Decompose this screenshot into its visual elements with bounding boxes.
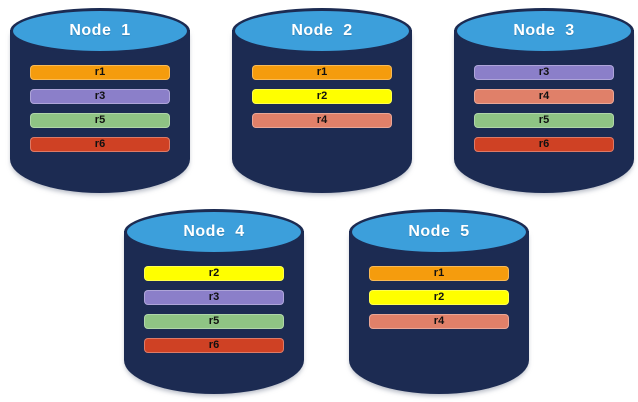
database-node-cylinder[interactable]: Node 2 r1 r2 r4 <box>232 8 412 193</box>
record-bar[interactable]: r6 <box>144 338 284 353</box>
database-node-cylinder[interactable]: Node 1 r1 r3 r5 r6 <box>10 8 190 193</box>
node-label: Node 1 <box>69 22 131 39</box>
record-bar[interactable]: r2 <box>252 89 392 104</box>
node-label: Node 4 <box>183 223 245 240</box>
cylinder-body <box>454 30 634 193</box>
cylinder-body <box>10 30 190 193</box>
record-bar[interactable]: r5 <box>30 113 170 128</box>
record-bar[interactable]: r6 <box>474 137 614 152</box>
record-bar[interactable]: r6 <box>30 137 170 152</box>
record-bar[interactable]: r1 <box>369 266 509 281</box>
record-list: r1 r3 r5 r6 <box>30 65 170 152</box>
record-bar[interactable]: r2 <box>369 290 509 305</box>
cylinder-top-ellipse <box>124 209 304 255</box>
record-bar[interactable]: r1 <box>252 65 392 80</box>
record-bar[interactable]: r4 <box>474 89 614 104</box>
node-label: Node 2 <box>291 22 353 39</box>
record-bar[interactable]: r5 <box>474 113 614 128</box>
node-label: Node 5 <box>408 223 470 240</box>
cylinder-top-ellipse <box>454 8 634 54</box>
database-node-cylinder[interactable]: Node 3 r3 r4 r5 r6 <box>454 8 634 193</box>
database-node-cylinder[interactable]: Node 4 r2 r3 r5 r6 <box>124 209 304 394</box>
record-bar[interactable]: r4 <box>252 113 392 128</box>
record-list: r1 r2 r4 <box>252 65 392 128</box>
record-bar[interactable]: r3 <box>30 89 170 104</box>
record-bar[interactable]: r4 <box>369 314 509 329</box>
cylinder-body <box>124 231 304 394</box>
cylinder-top-ellipse <box>10 8 190 54</box>
record-list: r3 r4 r5 r6 <box>474 65 614 152</box>
record-list: r2 r3 r5 r6 <box>144 266 284 353</box>
record-bar[interactable]: r1 <box>30 65 170 80</box>
cylinder-top-ellipse <box>349 209 529 255</box>
record-list: r1 r2 r4 <box>369 266 509 329</box>
cylinder-top-ellipse <box>232 8 412 54</box>
cylinder-body <box>349 231 529 394</box>
node-label: Node 3 <box>513 22 575 39</box>
record-bar[interactable]: r3 <box>144 290 284 305</box>
record-bar[interactable]: r3 <box>474 65 614 80</box>
record-bar[interactable]: r5 <box>144 314 284 329</box>
cylinder-body <box>232 30 412 193</box>
record-bar[interactable]: r2 <box>144 266 284 281</box>
database-node-cylinder[interactable]: Node 5 r1 r2 r4 <box>349 209 529 394</box>
